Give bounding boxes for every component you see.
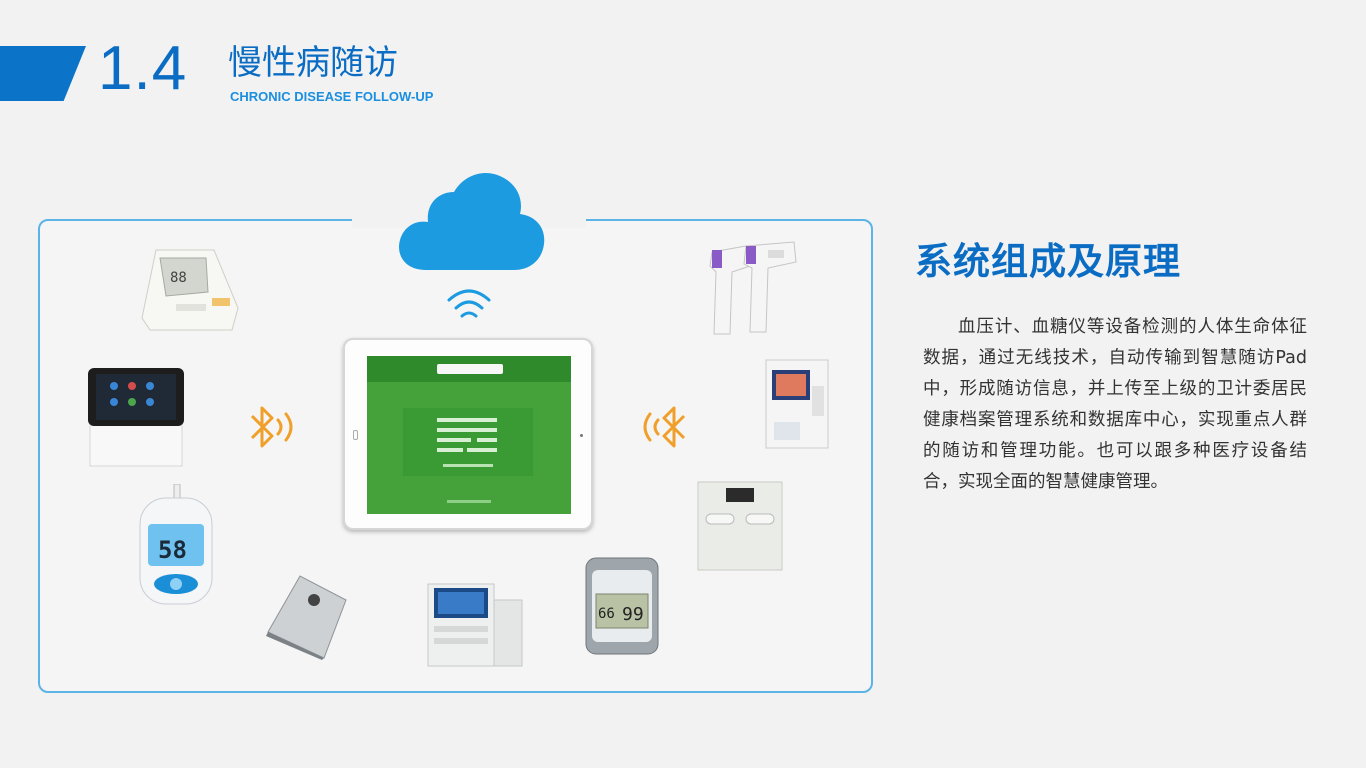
touchscreen-terminal [88, 368, 184, 467]
screen-field [437, 438, 471, 442]
screen-field [437, 448, 463, 452]
wifi-icon [447, 289, 491, 318]
screen-field [467, 448, 497, 452]
screen-field [477, 438, 497, 442]
screen-field [437, 428, 497, 432]
cloud-icon [399, 172, 545, 270]
glucose-display: 58 [158, 536, 187, 564]
blood-pressure-monitor: 88 [141, 249, 239, 331]
section-subtitle: CHRONIC DISEASE FOLLOW-UP [230, 89, 434, 104]
screen-footer [447, 500, 491, 503]
tablet-device [343, 338, 593, 530]
tablet-screen [367, 356, 571, 514]
bluetooth-icon [250, 406, 293, 448]
info-body: 血压计、血糖仪等设备检测的人体生命体征数据，通过无线技术，自动传输到智慧随访Pa… [923, 317, 1307, 492]
glucose-meter: 58 [139, 484, 213, 605]
svg-text:88: 88 [170, 270, 187, 286]
screen-title-bar [437, 364, 503, 374]
wall-panel [697, 481, 783, 571]
handheld-display-2: 99 [622, 604, 644, 625]
tablet-camera [353, 430, 358, 440]
bluetooth-icon [643, 406, 686, 448]
info-heading: 系统组成及原理 [915, 240, 1181, 283]
section-title: 慢性病随访 [228, 43, 398, 83]
hematology-analyzer [765, 359, 829, 449]
section-number: 1.4 [98, 34, 188, 103]
handheld-display-1: 66 [598, 606, 615, 622]
forehead-thermometer [709, 241, 797, 335]
tablet-home-dot [580, 434, 583, 437]
wall-sensor [266, 575, 347, 660]
header-accent-band [0, 46, 86, 101]
screen-login-panel [403, 408, 533, 476]
screen-field [437, 418, 497, 422]
biochemical-analyzer [427, 583, 523, 667]
screen-button [443, 464, 493, 467]
handheld-meter: 66 99 [585, 557, 659, 655]
